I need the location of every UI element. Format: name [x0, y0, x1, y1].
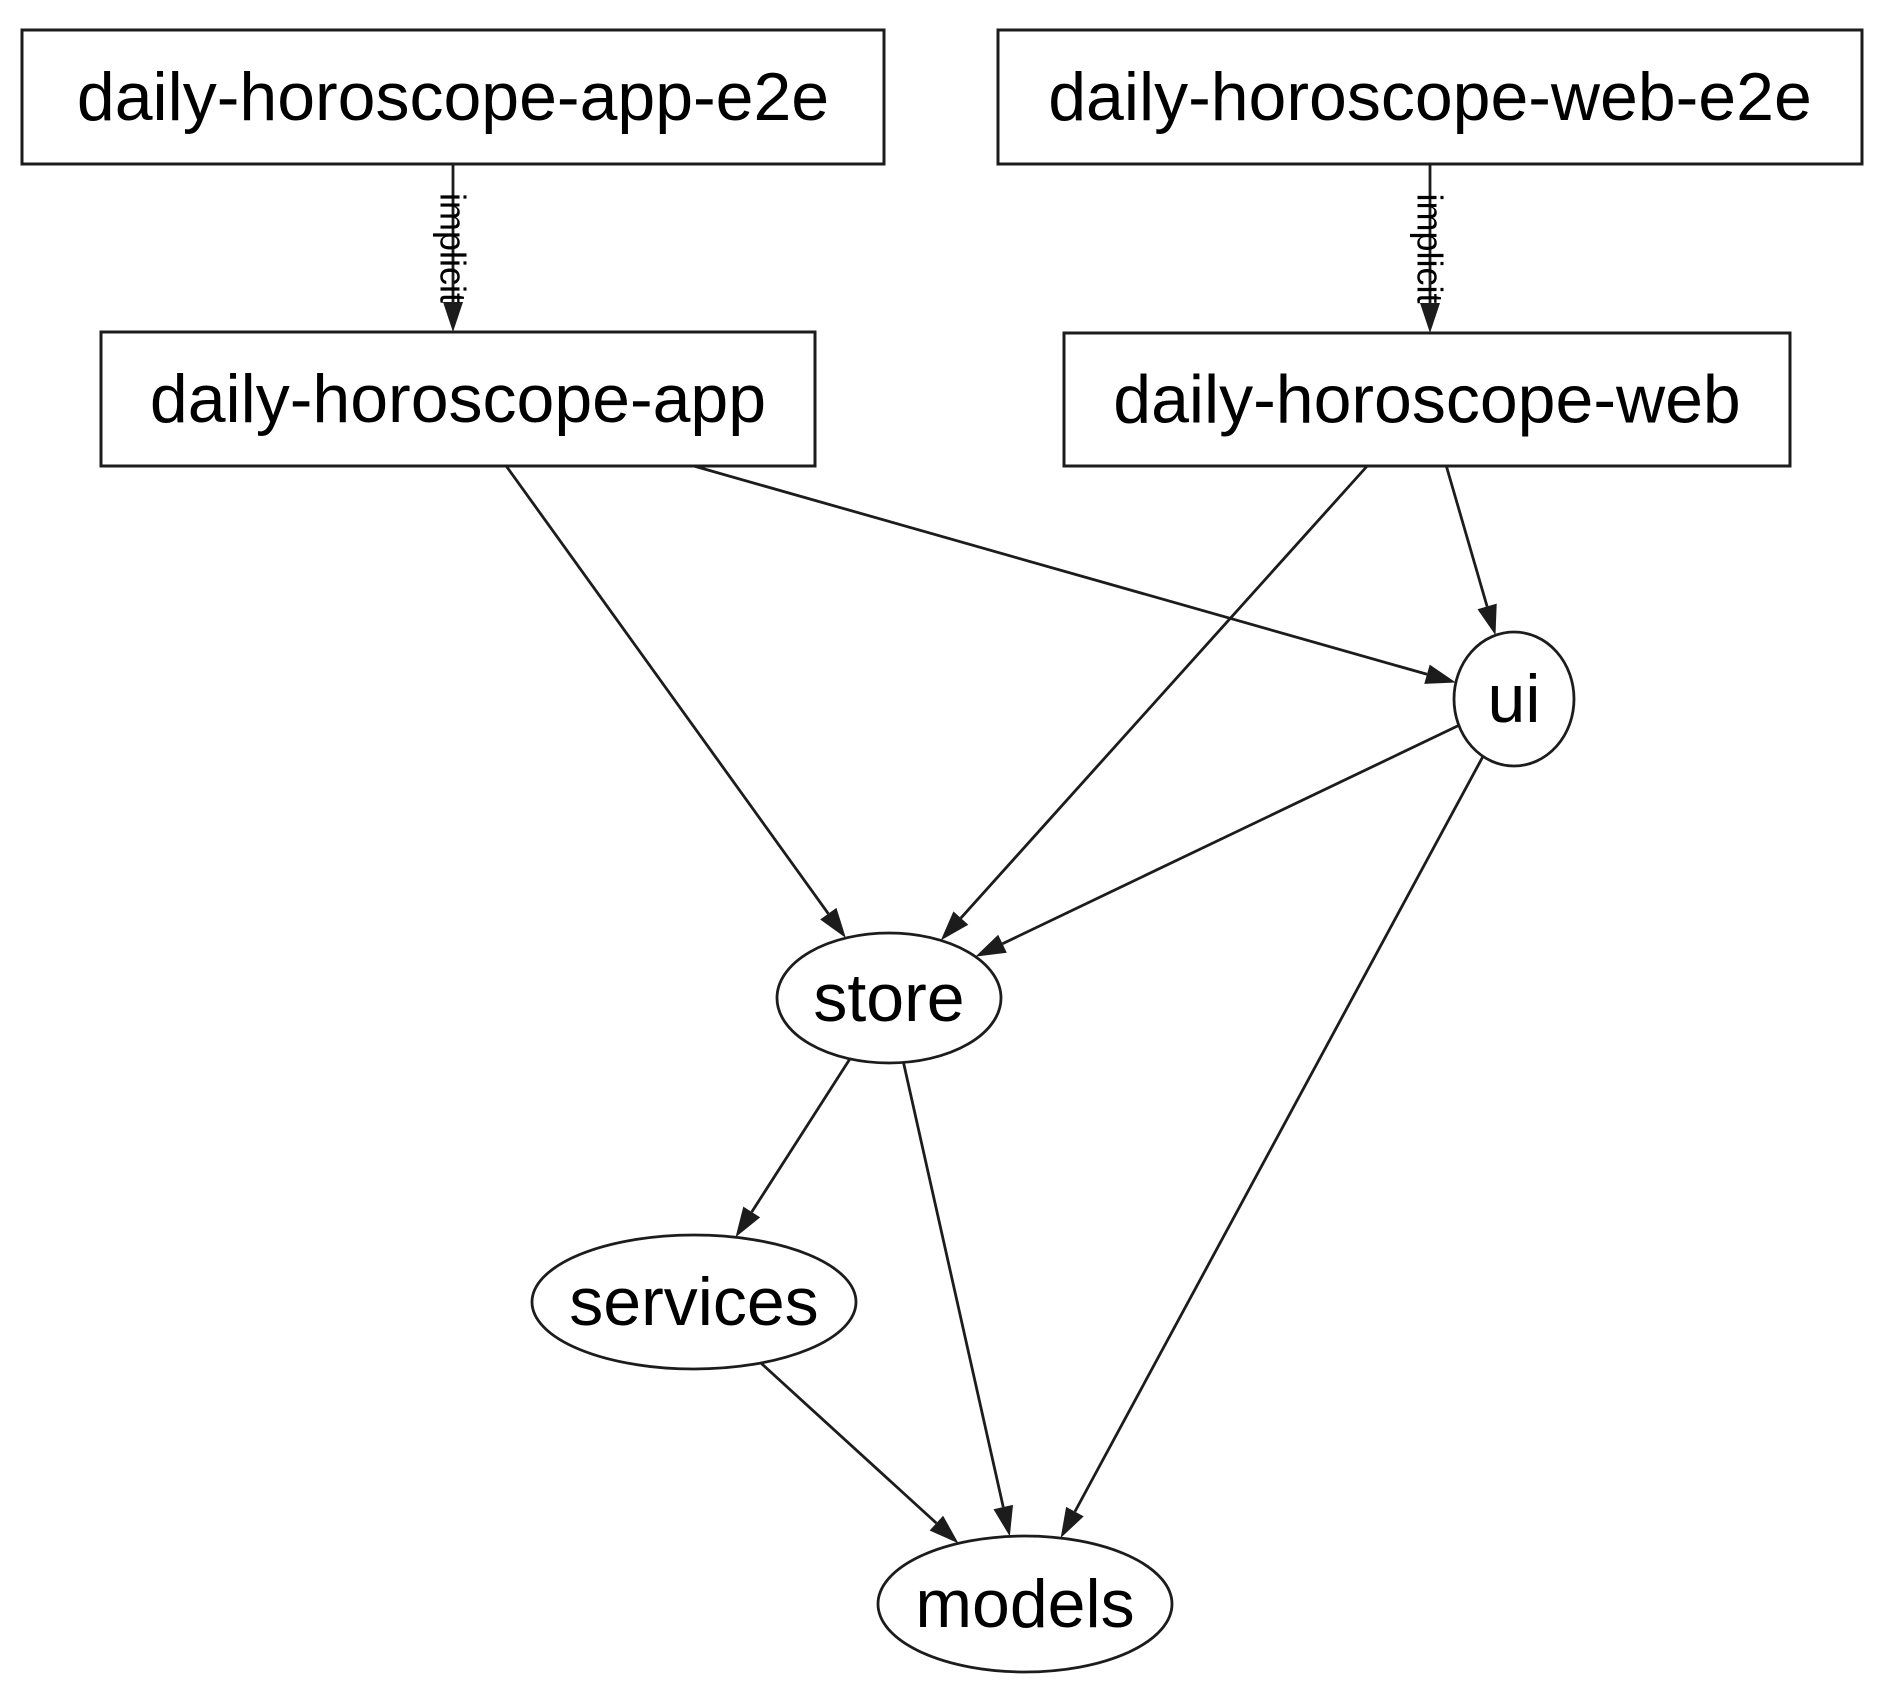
- node-box-daily-horoscope-web-e2e: [996, 28, 1864, 166]
- edge-line: [959, 465, 1369, 919]
- node-store: store: [775, 931, 1003, 1065]
- edge-layer: implicit implicit: [433, 164, 1497, 1544]
- node-services: services: [530, 1233, 858, 1371]
- node-daily-horoscope-app: daily-horoscope-app: [99, 330, 817, 468]
- node-layer: daily-horoscope-app-e2e daily-horoscope-w…: [20, 28, 1864, 1674]
- arrowhead-icon: [820, 907, 846, 939]
- arrowhead-icon: [929, 1515, 959, 1544]
- node-label-daily-horoscope-app: daily-horoscope-app: [150, 361, 766, 437]
- arrowhead-icon: [975, 934, 1007, 957]
- edge-line: [750, 1058, 852, 1213]
- node-box-daily-horoscope-app-e2e: [20, 28, 886, 166]
- node-label-ui: ui: [1488, 661, 1541, 737]
- edge-daily-horoscope-app-e2e-to-daily-horoscope-app: implicit: [433, 164, 474, 332]
- edge-services-to-models: [759, 1361, 959, 1544]
- edge-daily-horoscope-app-to-store: [505, 465, 846, 939]
- edge-line: [505, 465, 830, 915]
- arrowhead-icon: [1424, 664, 1456, 684]
- edge-line: [902, 1062, 1005, 1508]
- edge-daily-horoscope-web-to-ui: [1444, 465, 1497, 636]
- edge-daily-horoscope-app-to-ui: [693, 464, 1456, 684]
- edge-store-to-models: [902, 1062, 1014, 1537]
- node-daily-horoscope-web: daily-horoscope-web: [1062, 331, 1792, 468]
- edge-label-implicit: implicit: [433, 193, 474, 303]
- edge-ui-to-store: [975, 724, 1460, 957]
- node-daily-horoscope-web-e2e: daily-horoscope-web-e2e: [996, 28, 1864, 166]
- node-label-daily-horoscope-web: daily-horoscope-web: [1113, 362, 1740, 438]
- node-label-services: services: [569, 1264, 818, 1340]
- node-ui: ui: [1452, 630, 1576, 768]
- arrowhead-icon: [993, 1504, 1014, 1537]
- edge-ui-to-models: [1060, 755, 1485, 1539]
- edge-line: [693, 464, 1428, 676]
- node-ellipse-services: [530, 1233, 858, 1371]
- edge-label-implicit: implicit: [1410, 193, 1451, 303]
- edge-line: [1444, 465, 1489, 607]
- node-daily-horoscope-app-e2e: daily-horoscope-app-e2e: [20, 28, 886, 166]
- node-ellipse-models: [876, 1534, 1174, 1674]
- node-label-models: models: [915, 1566, 1134, 1642]
- node-ellipse-store: [775, 931, 1003, 1065]
- edge-line: [759, 1361, 938, 1525]
- node-ellipse-ui: [1452, 630, 1576, 768]
- edge-store-to-services: [735, 1058, 852, 1238]
- arrowhead-icon: [735, 1206, 761, 1238]
- edge-daily-horoscope-web-to-store: [940, 465, 1369, 941]
- edge-line: [1073, 755, 1485, 1513]
- edge-daily-horoscope-web-e2e-to-daily-horoscope-web: implicit: [1410, 164, 1451, 333]
- arrowhead-icon: [1420, 303, 1440, 333]
- node-box-daily-horoscope-web: [1062, 331, 1792, 468]
- node-models: models: [876, 1534, 1174, 1674]
- arrowhead-icon: [940, 911, 969, 941]
- node-label-daily-horoscope-web-e2e: daily-horoscope-web-e2e: [1048, 59, 1812, 135]
- node-label-daily-horoscope-app-e2e: daily-horoscope-app-e2e: [77, 59, 829, 135]
- arrowhead-icon: [1477, 603, 1497, 636]
- node-box-daily-horoscope-app: [99, 330, 817, 468]
- arrowhead-icon: [1060, 1506, 1084, 1539]
- node-label-store: store: [813, 960, 964, 1036]
- arrowhead-icon: [443, 302, 463, 332]
- edge-line: [1001, 724, 1460, 945]
